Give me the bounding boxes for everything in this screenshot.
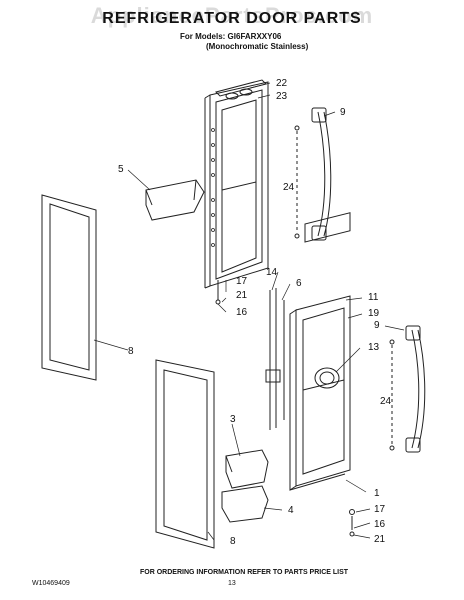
page-number: 13 xyxy=(228,580,236,587)
callout-6: 6 xyxy=(296,278,302,289)
callout-24-lower: 24 xyxy=(380,396,392,407)
document-id: W10469409 xyxy=(32,580,70,587)
door-bin-4 xyxy=(221,485,269,523)
upper-handle xyxy=(294,107,332,241)
callout-21-upper: 21 xyxy=(236,290,248,301)
door-bin-3 xyxy=(225,449,269,489)
callout-3: 3 xyxy=(230,414,236,425)
door-gasket-lower xyxy=(155,359,215,549)
lower-hinge xyxy=(349,509,355,537)
lower-door-assembly xyxy=(265,212,351,491)
callout-labels: 22 23 9 5 24 17 21 16 14 6 11 19 9 13 8 … xyxy=(118,78,392,547)
callout-9-lower: 9 xyxy=(374,320,380,331)
ordering-info: FOR ORDERING INFORMATION REFER TO PARTS … xyxy=(140,569,349,576)
callout-5: 5 xyxy=(118,164,124,175)
model-finish: (Monochromatic Stainless) xyxy=(206,42,309,51)
callout-16-upper: 16 xyxy=(236,307,248,318)
door-bin-upper xyxy=(145,179,205,221)
callout-21-lower: 21 xyxy=(374,534,386,545)
callout-9-upper: 9 xyxy=(340,107,346,118)
callout-19: 19 xyxy=(368,308,380,319)
callout-8-lower: 8 xyxy=(230,536,236,547)
callout-17-upper: 17 xyxy=(236,276,248,287)
callout-24-upper: 24 xyxy=(283,182,295,193)
callout-17-lower: 17 xyxy=(374,504,386,515)
callout-4: 4 xyxy=(288,505,294,516)
upper-door-assembly xyxy=(204,79,269,305)
callout-13: 13 xyxy=(368,342,380,353)
model-info: For Models: GI6FARXXY06 (Monochromatic S… xyxy=(180,32,308,52)
lower-handle xyxy=(389,325,426,453)
callout-16-lower: 16 xyxy=(374,519,386,530)
callout-23: 23 xyxy=(276,91,288,102)
watermark: AppliancePartsPros.com xyxy=(90,3,374,28)
callout-22: 22 xyxy=(276,78,288,89)
door-gasket-left xyxy=(41,194,97,381)
callout-8-upper: 8 xyxy=(128,346,134,357)
callout-14: 14 xyxy=(266,267,278,278)
callout-11: 11 xyxy=(368,292,379,303)
page-title: REFRIGERATOR DOOR PARTS xyxy=(102,10,362,27)
model-label: For Models: GI6FARXXY06 xyxy=(180,32,282,41)
callout-1: 1 xyxy=(374,488,380,499)
